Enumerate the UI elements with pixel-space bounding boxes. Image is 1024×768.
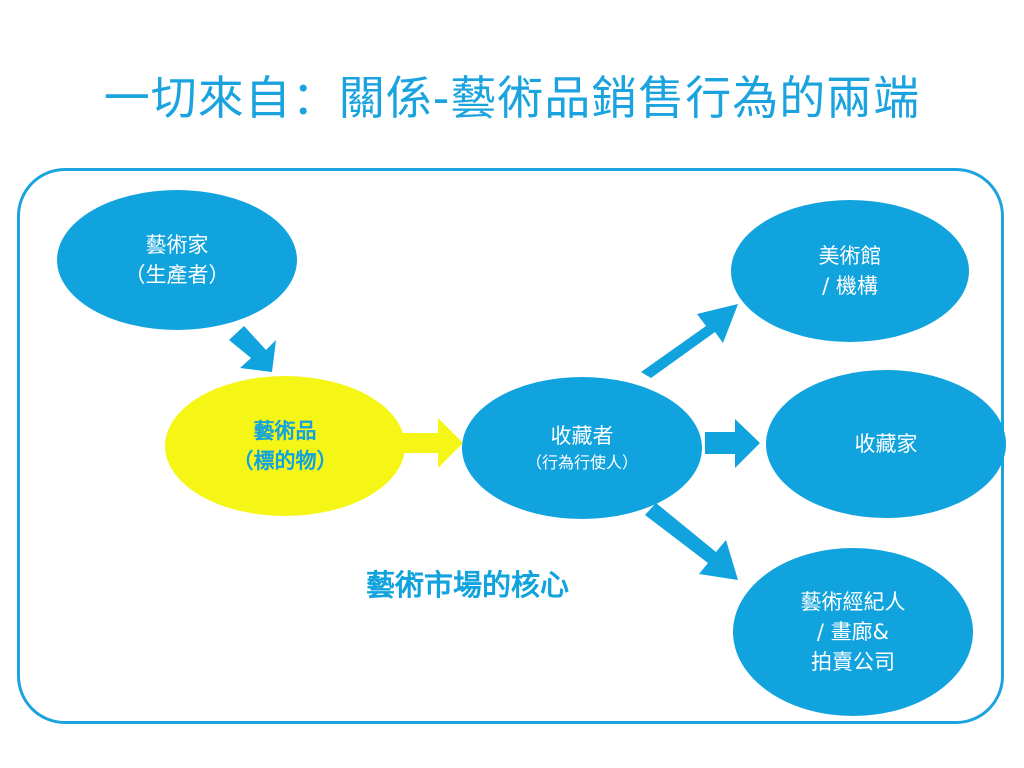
museum-sublabel: / 機構 bbox=[822, 274, 878, 298]
artist-sublabel: （生產者） bbox=[124, 263, 230, 287]
dealer-sublabel-2: 拍賣公司 bbox=[811, 650, 895, 674]
node-museum: 美術館 / 機構 bbox=[731, 200, 969, 342]
arrow-collector-to-dealer bbox=[645, 503, 738, 580]
artwork-label: 藝術品 bbox=[253, 419, 317, 443]
node-collector-agent: 收藏者 （行為行使人） bbox=[462, 377, 702, 519]
arrow-collector-to-collector bbox=[705, 419, 760, 468]
dealer-sublabel: / 畫廊& bbox=[816, 620, 890, 644]
artist-label: 藝術家 bbox=[145, 233, 209, 257]
page-title: 一切來自：關係-藝術品銷售行為的兩端 bbox=[103, 71, 921, 125]
artwork-sublabel: （標的物） bbox=[232, 449, 338, 473]
core-label: 藝術市場的核心 bbox=[366, 568, 570, 602]
node-artwork: 藝術品 （標的物） bbox=[165, 376, 405, 516]
collector-agent-label: 收藏者 bbox=[550, 424, 614, 448]
museum-label: 美術館 bbox=[818, 244, 882, 268]
arrow-artwork-to-collector bbox=[400, 418, 463, 468]
collector-agent-sublabel: （行為行使人） bbox=[525, 453, 638, 472]
node-artist: 藝術家 （生產者） bbox=[57, 190, 297, 330]
collector-label: 收藏家 bbox=[854, 432, 918, 456]
node-dealer: 藝術經紀人 / 畫廊& 拍賣公司 bbox=[733, 548, 973, 716]
dealer-label: 藝術經紀人 bbox=[800, 590, 906, 614]
arrow-collector-to-museum bbox=[641, 304, 738, 378]
arrow-artist-to-artwork bbox=[229, 326, 276, 372]
node-collector: 收藏家 bbox=[766, 370, 1006, 518]
